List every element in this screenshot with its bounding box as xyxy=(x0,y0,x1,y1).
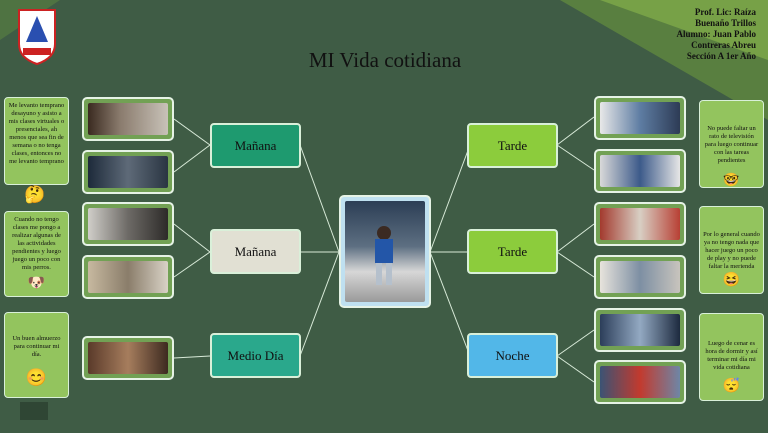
note-text: Por lo general cuando ya no tengo nada q… xyxy=(703,231,760,270)
photo-tv xyxy=(594,96,686,140)
photo-play xyxy=(594,202,686,246)
info-line: Contreras Abreu xyxy=(691,40,756,50)
branch-tarde-play: Tarde xyxy=(467,229,558,274)
nerd-face-icon: 🤓 xyxy=(723,172,740,187)
photo-breakfast xyxy=(82,97,174,141)
photo-dogs xyxy=(82,255,174,299)
laughing-face-icon: 😆 xyxy=(722,273,741,288)
branch-manana-morning: Mañana xyxy=(210,123,301,168)
photo-homework xyxy=(82,202,174,246)
note-tv: No puede faltar un rato de televisión pa… xyxy=(699,100,764,188)
student-info: Prof. Lic: Raíza Buenaño Trillos Alumno:… xyxy=(676,7,756,62)
shield-icon xyxy=(18,9,56,66)
smiling-face-icon: 😊 xyxy=(25,368,48,387)
branch-medio-dia: Medio Día xyxy=(210,333,301,378)
branch-tarde-tv: Tarde xyxy=(467,123,558,168)
photo-sleep xyxy=(594,360,686,404)
central-photo xyxy=(339,195,431,308)
branch-noche: Noche xyxy=(467,333,558,378)
sleeping-face-icon: 😴 xyxy=(722,379,741,394)
info-line: Prof. Lic: Raíza xyxy=(694,7,756,17)
photo-tasks xyxy=(594,149,686,193)
note-text: Cuando no tengo clases me pongo a realiz… xyxy=(12,216,61,271)
school-logo xyxy=(14,6,60,66)
dog-face-icon: 🐶 xyxy=(27,276,46,291)
thinking-face-icon: 🤔 xyxy=(24,185,46,204)
note-night: Luego de cenar es hora de dormir y así t… xyxy=(699,313,764,401)
branch-manana-activities: Mañana xyxy=(210,229,301,274)
photo-dinner xyxy=(594,308,686,352)
note-text: Un buen almuerzo para continuar mi día. xyxy=(12,335,61,358)
photo-lunch xyxy=(82,336,174,380)
page-title: MI Vida cotidiana xyxy=(308,48,462,72)
photo-snack xyxy=(594,255,686,299)
note-play: Por lo general cuando ya no tengo nada q… xyxy=(699,206,764,294)
info-line: Alumno: Juan Pablo xyxy=(676,29,756,39)
note-text: Me levanto temprano desayuno y asisto a … xyxy=(8,102,65,165)
info-line: Buenaño Trillos xyxy=(695,18,756,28)
note-text: Luego de cenar es hora de dormir y así t… xyxy=(705,340,758,371)
note-activities: Cuando no tengo clases me pongo a realiz… xyxy=(4,211,69,297)
note-morning: Me levanto temprano desayuno y asisto a … xyxy=(4,97,69,185)
note-text: No puede faltar un rato de televisión pa… xyxy=(704,125,759,164)
info-line: Sección A 1er Año xyxy=(686,51,756,61)
photo-virtual-class xyxy=(82,150,174,194)
note-lunch: Un buen almuerzo para continuar mi día. … xyxy=(4,312,69,398)
